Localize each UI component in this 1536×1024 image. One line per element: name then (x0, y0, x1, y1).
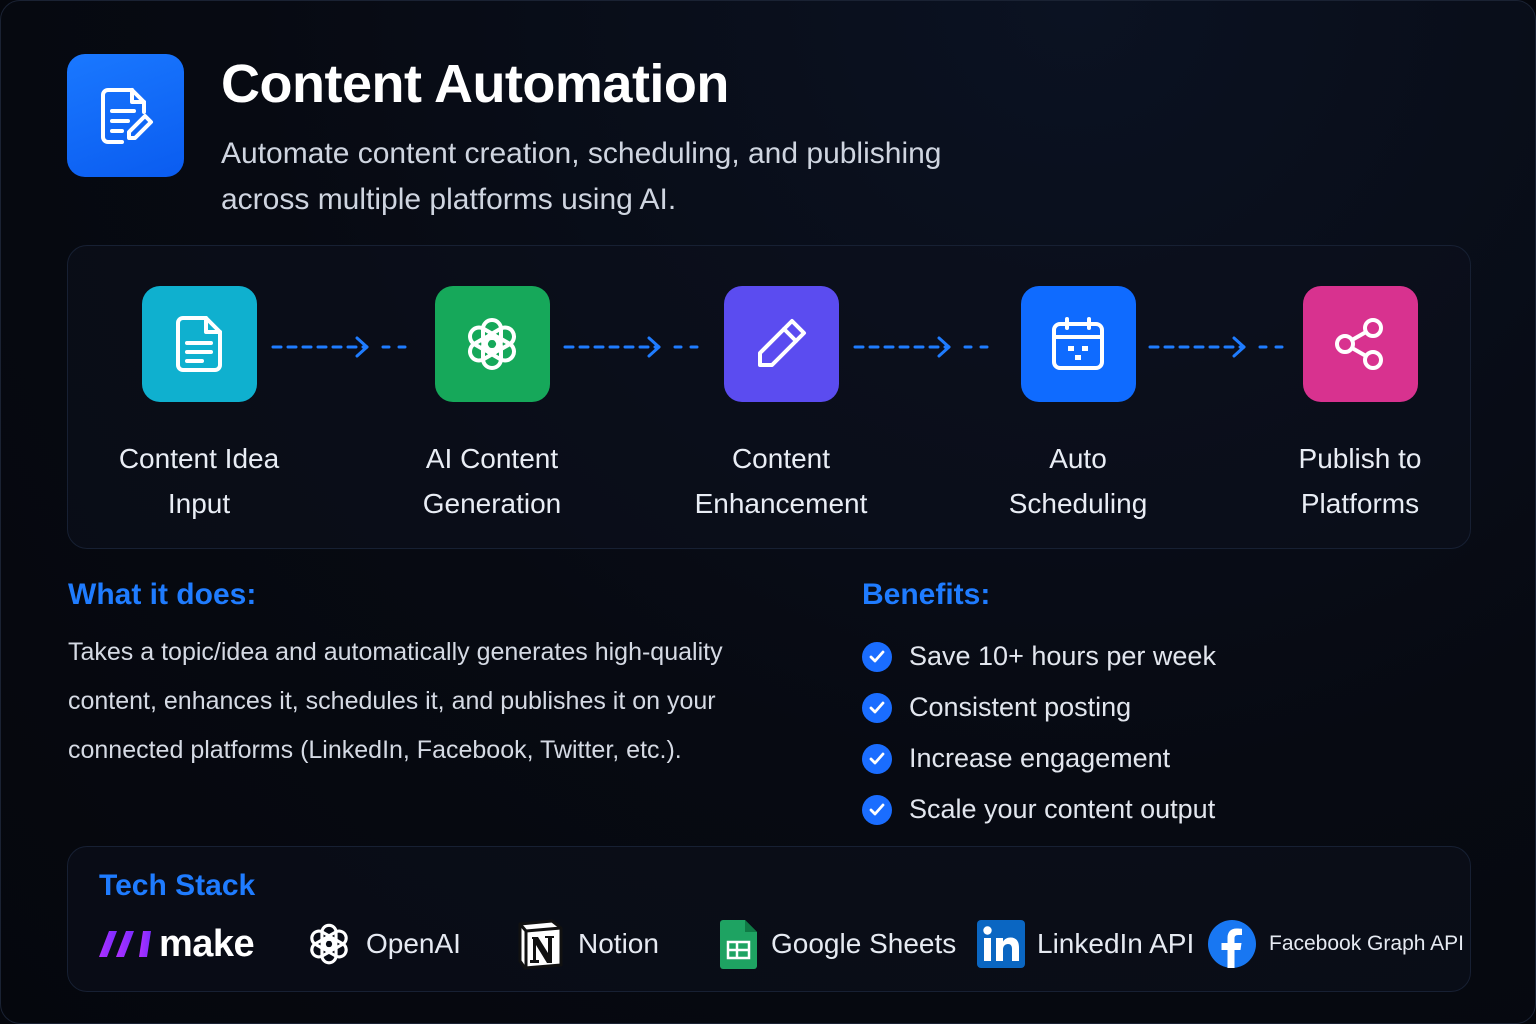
document-icon (141, 286, 257, 402)
tech-make: make (99, 913, 255, 975)
benefits-list: Save 10+ hours per week Consistent posti… (862, 631, 1216, 835)
workflow-step-scheduling: Auto Scheduling (948, 286, 1208, 526)
workflow-step-label: AI Content Generation (422, 443, 562, 519)
benefits-heading: Benefits: (862, 578, 991, 611)
workflow-step-label: Publish to Platforms (1298, 443, 1422, 519)
document-edit-icon (67, 54, 184, 177)
tech-facebook-graph-api: Facebook Graph API (1207, 913, 1464, 975)
flow-arrow (1148, 332, 1286, 362)
page-subtitle: Automate content creation, scheduling, a… (221, 131, 1021, 223)
subtitle-line: Automate content creation, scheduling, a… (221, 137, 942, 170)
benefit-item: Save 10+ hours per week (862, 631, 1216, 682)
tech-google-sheets: Google Sheets (719, 913, 956, 975)
subtitle-line: across multiple platforms using AI. (221, 183, 677, 216)
workflow-panel: Content Idea Input (67, 245, 1471, 549)
benefit-item: Consistent posting (862, 682, 1216, 733)
calendar-icon (1020, 286, 1136, 402)
tech-stack-panel: Tech Stack make OpenAI (67, 846, 1471, 992)
workflow-step-publish: Publish to Platforms (1230, 286, 1490, 526)
flow-arrow (271, 332, 409, 362)
tech-label: Facebook Graph API (1269, 932, 1464, 955)
tech-notion: Notion (514, 913, 659, 975)
share-icon (1302, 286, 1418, 402)
workflow-step-content-idea: Content Idea Input (69, 286, 329, 526)
tech-stack-heading: Tech Stack (99, 869, 256, 902)
facebook-logo-icon (1208, 920, 1256, 968)
pencil-icon (723, 286, 839, 402)
workflow-step-label: Auto Scheduling (1008, 443, 1148, 519)
notion-logo-icon (518, 919, 563, 970)
tech-label: OpenAI (366, 928, 461, 959)
openai-logo-icon (310, 923, 348, 965)
check-circle-icon (862, 743, 892, 774)
description-line: content, enhances it, schedules it, and … (68, 687, 716, 715)
linkedin-logo-icon (977, 920, 1025, 968)
workflow-step-label: Content Enhancement (694, 443, 868, 519)
tech-label: Notion (578, 928, 659, 959)
tech-label: Google Sheets (771, 928, 957, 959)
check-circle-icon (862, 692, 892, 723)
what-it-does-description: Takes a topic/idea and automatically gen… (68, 628, 788, 775)
check-circle-icon (862, 794, 892, 825)
make-logo-icon (99, 931, 151, 957)
flow-arrow (563, 332, 701, 362)
what-it-does-heading: What it does: (68, 578, 257, 611)
tech-label: make (159, 922, 255, 965)
benefit-item: Scale your content output (862, 784, 1216, 835)
google-sheets-logo-icon (720, 920, 757, 969)
tech-linkedin-api: LinkedIn API (977, 913, 1194, 975)
openai-icon (434, 286, 550, 402)
description-line: Takes a topic/idea and automatically gen… (68, 638, 723, 666)
tech-label: LinkedIn API (1037, 928, 1195, 959)
description-line: connected platforms (LinkedIn, Facebook,… (68, 736, 682, 764)
tech-openai: OpenAI (304, 913, 461, 975)
workflow-step-ai-generation: AI Content Generation (362, 286, 622, 526)
flow-arrow (853, 332, 991, 362)
check-circle-icon (862, 641, 892, 672)
benefit-item: Increase engagement (862, 733, 1216, 784)
workflow-step-enhancement: Content Enhancement (651, 286, 911, 526)
workflow-step-label: Content Idea Input (118, 443, 280, 519)
page-title: Content Automation (221, 54, 729, 114)
